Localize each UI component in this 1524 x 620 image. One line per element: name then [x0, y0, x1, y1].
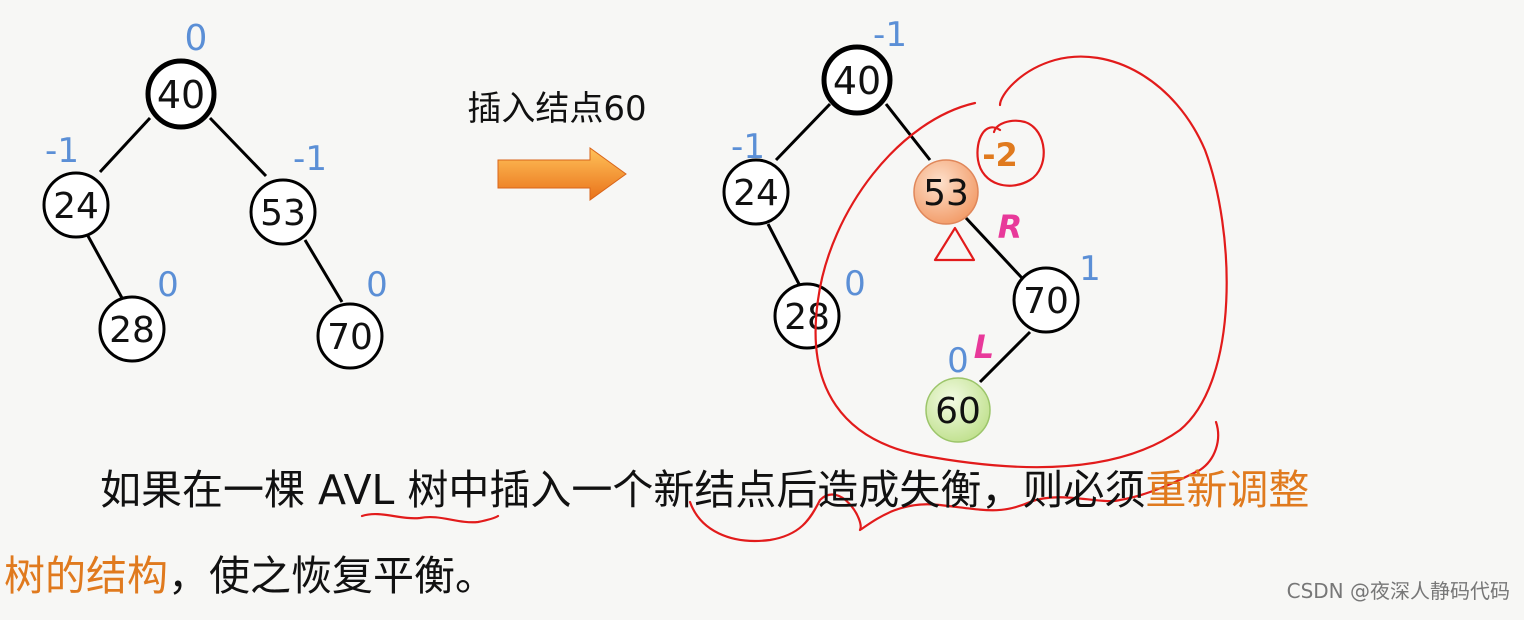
node-28: 28	[98, 295, 166, 363]
bf-r60: 0	[947, 341, 969, 381]
bf-28: 0	[157, 265, 179, 305]
caption-line2-text: ，使之恢复平衡。	[168, 552, 496, 600]
node-53: 53	[249, 178, 317, 246]
bf-70: 0	[366, 265, 388, 305]
node-r24: 24	[722, 158, 790, 226]
caption-line-2: 树的结构，使之恢复平衡。	[4, 532, 496, 620]
svg-text:28: 28	[109, 310, 155, 351]
bf-40: 0	[185, 18, 208, 59]
svg-text:70: 70	[1023, 281, 1069, 322]
edge-r40-r24	[774, 102, 832, 162]
svg-text:28: 28	[784, 297, 830, 338]
svg-text:53: 53	[260, 193, 306, 234]
arrow-right-icon	[497, 147, 627, 201]
node-40: 40	[145, 58, 217, 130]
node-r28: 28	[773, 282, 841, 350]
svg-text:40: 40	[157, 73, 205, 117]
watermark: CSDN @夜深人静码代码	[1286, 579, 1510, 603]
right-tree-edges	[766, 102, 1032, 384]
bf-r24: -1	[731, 127, 765, 167]
svg-text:40: 40	[833, 59, 881, 103]
svg-text:24: 24	[733, 173, 779, 214]
edge-r40-r53	[884, 103, 932, 161]
node-24: 24	[42, 171, 110, 239]
bf-24: -1	[45, 131, 79, 171]
bf-r40: -1	[873, 15, 907, 55]
edge-label-r: R	[998, 208, 1023, 246]
annotation-avl-underline	[360, 512, 500, 524]
right-tree: 40 -1 24 -1 53 -2 28 0 70 1 60 0 R L	[722, 15, 1101, 443]
edge-40-24	[98, 116, 152, 174]
edge-label-l: L	[974, 328, 994, 366]
node-70: 70	[316, 302, 384, 370]
bf-r70: 1	[1079, 249, 1101, 289]
bf-53: -1	[293, 139, 327, 179]
left-tree: 40 0 24 -1 53 -1 28 0 70 0	[42, 18, 388, 370]
annotation-bf-circle	[976, 119, 1045, 187]
caption-line1-text: 如果在一棵 AVL 树中插入一个新结点后造成失衡，则必须	[100, 466, 1146, 514]
svg-text:24: 24	[53, 186, 99, 227]
caption-line-1: 如果在一棵 AVL 树中插入一个新结点后造成失衡，则必须重新调整	[100, 446, 1309, 534]
annotation-subtree-circle	[814, 55, 1228, 469]
edge-r53-r70	[964, 216, 1024, 280]
svg-text:70: 70	[327, 317, 373, 358]
bf-r28: 0	[844, 264, 866, 304]
svg-text:53: 53	[923, 173, 969, 214]
insert-label: 插入结点60	[467, 89, 646, 129]
edge-r24-r28	[766, 223, 802, 287]
edge-53-70	[303, 239, 344, 303]
node-r70: 70	[1012, 266, 1080, 334]
svg-text:60: 60	[935, 391, 981, 432]
caption-highlight-2: 树的结构	[4, 552, 168, 600]
edge-40-53	[208, 116, 268, 178]
node-r60: 60	[925, 377, 991, 443]
edge-24-28	[86, 235, 124, 299]
left-tree-edges	[86, 116, 344, 303]
node-r53: 53	[913, 159, 979, 225]
caption-highlight-1: 重新调整	[1145, 466, 1310, 514]
edge-r70-r60	[978, 330, 1032, 384]
annotation-triangle	[933, 226, 976, 262]
annotation-caption-squiggle	[688, 420, 1220, 542]
bf-r53: -2	[982, 136, 1018, 174]
red-annotations	[360, 55, 1228, 542]
node-r40: 40	[821, 44, 893, 116]
insert-arrow-group: 插入结点60	[467, 89, 647, 201]
